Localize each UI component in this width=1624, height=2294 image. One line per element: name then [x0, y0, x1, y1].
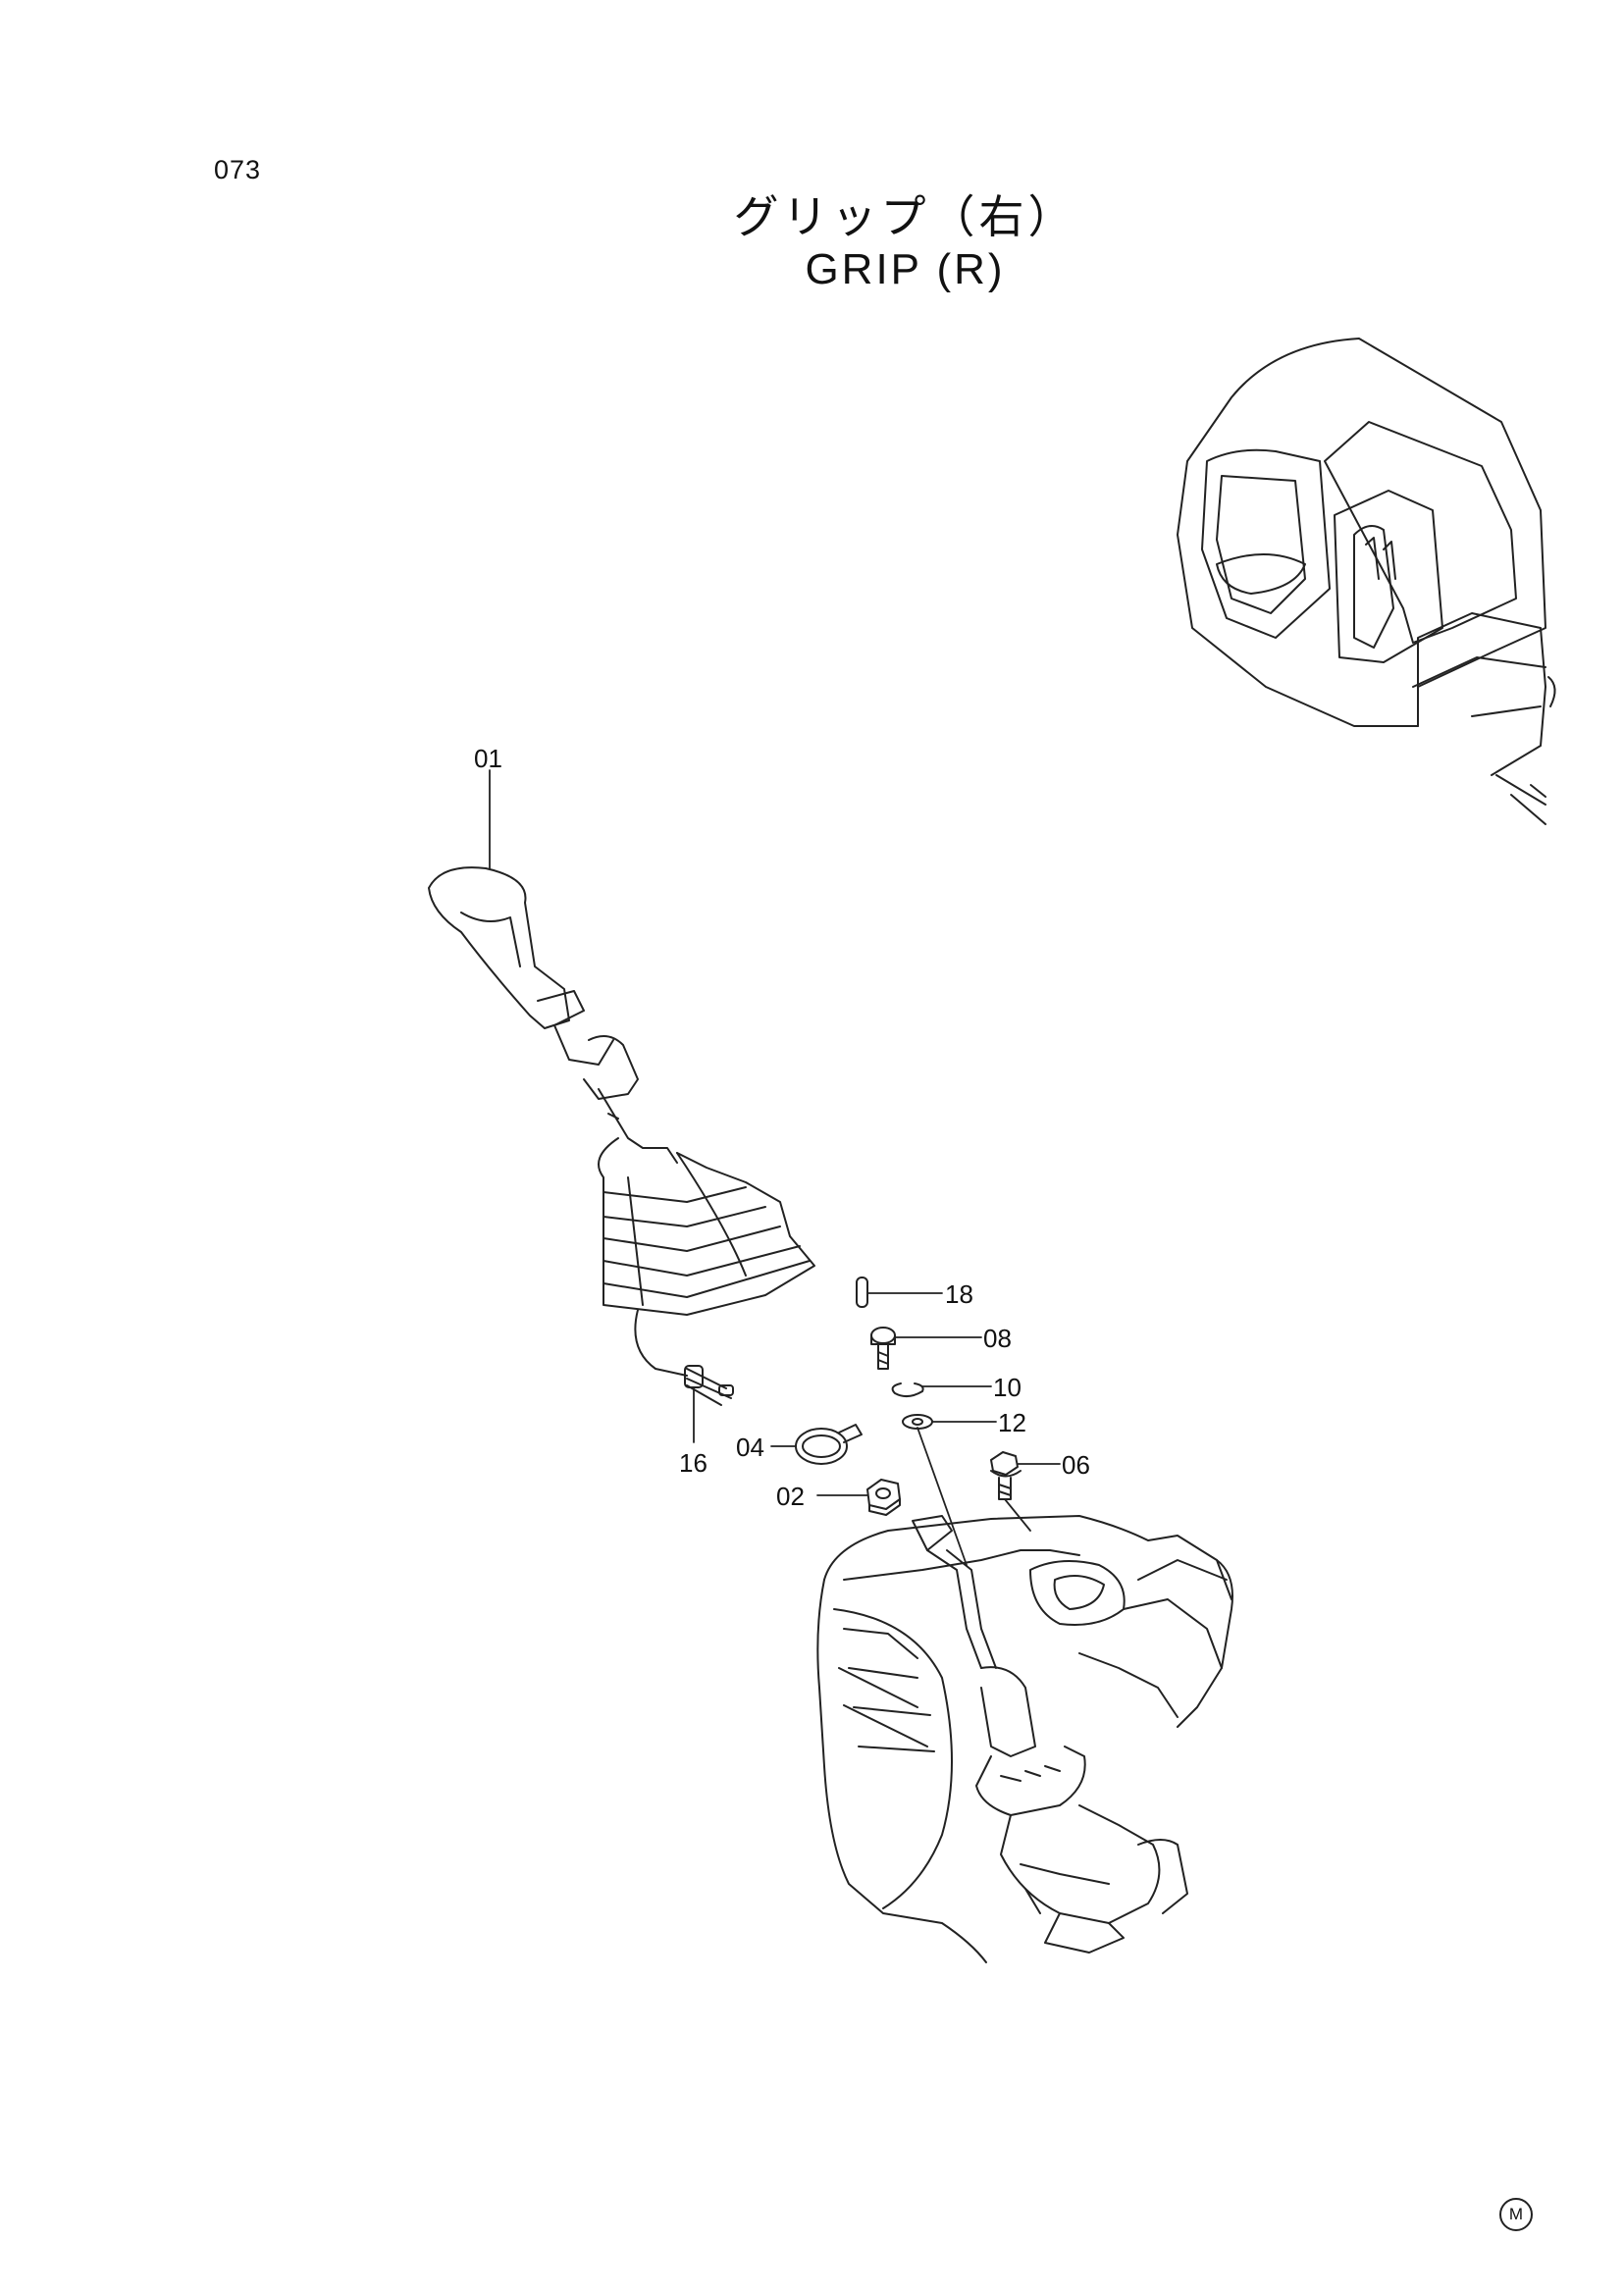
part-label-12: 12	[998, 1408, 1026, 1437]
page-number: 073	[214, 155, 262, 184]
spring-washer-10	[891, 1382, 924, 1397]
part-label-16: 16	[679, 1448, 707, 1478]
title-japanese: グリップ（右）	[733, 190, 1077, 243]
nut-02	[866, 1479, 901, 1516]
part-label-02: 02	[776, 1482, 805, 1511]
grip-lever-01	[428, 866, 815, 1406]
part-label-08: 08	[983, 1324, 1012, 1353]
part-labels: 01 02 04 06 08 10 12 16 18	[474, 744, 1090, 1511]
part-label-10: 10	[993, 1373, 1022, 1402]
clamp-04	[795, 1424, 863, 1465]
pin-18	[856, 1277, 868, 1308]
console-base-illustration	[816, 1515, 1233, 1963]
cab-locator-illustration	[1177, 338, 1556, 825]
leader-12-to-socket	[917, 1427, 968, 1566]
washer-12	[902, 1414, 933, 1430]
part-label-06: 06	[1062, 1450, 1090, 1480]
bolt-06	[990, 1451, 1022, 1500]
screw-08	[870, 1327, 896, 1370]
part-label-04: 04	[736, 1433, 764, 1462]
title-english: GRIP (R)	[805, 245, 1006, 293]
circled-m-mark: M	[1499, 2198, 1533, 2231]
leader-lines	[489, 769, 1061, 1566]
leader-06-to-console	[1004, 1498, 1031, 1532]
part-label-18: 18	[945, 1279, 973, 1309]
part-label-01: 01	[474, 744, 502, 773]
